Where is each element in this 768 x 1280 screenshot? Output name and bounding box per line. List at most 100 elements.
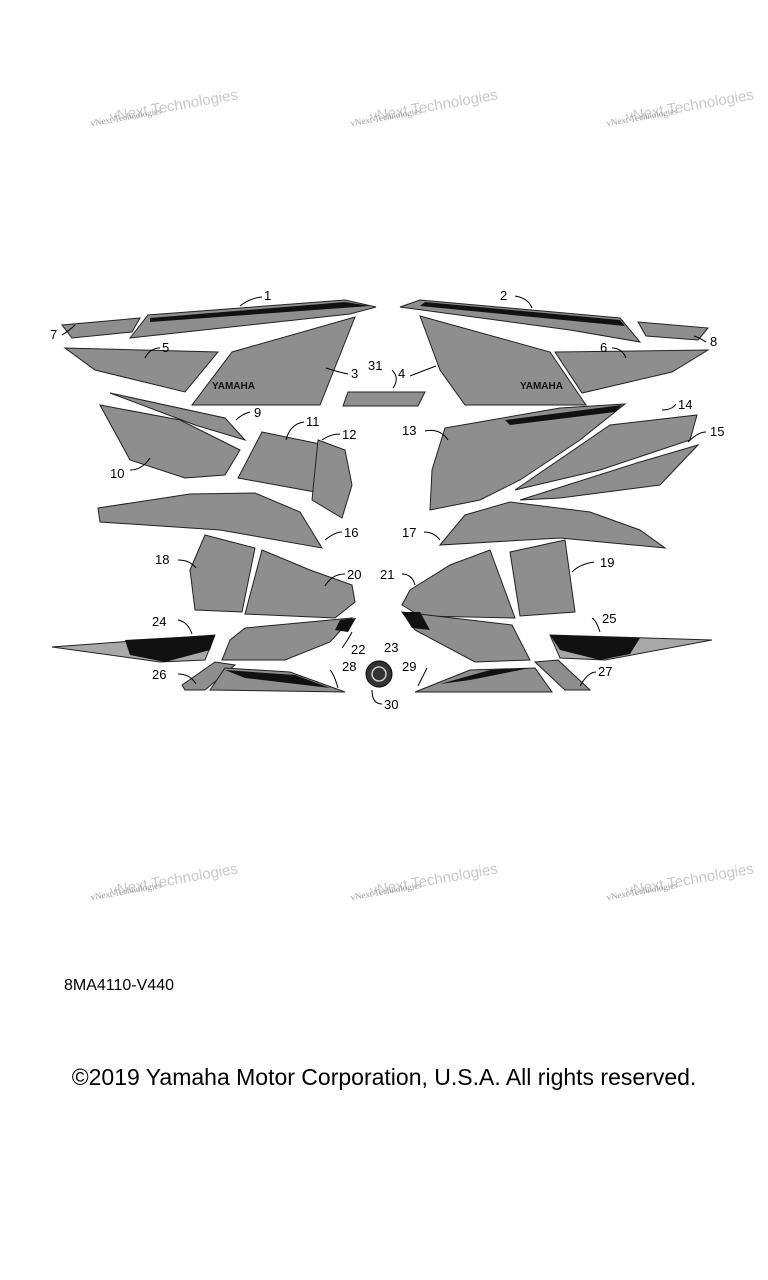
leader-line <box>61 324 76 336</box>
decal-part-7 <box>61 317 141 339</box>
decal-part-13 <box>429 403 627 511</box>
leader-line <box>423 531 441 541</box>
leader-line <box>417 667 428 687</box>
leader-line <box>571 561 595 573</box>
callout-12: 12 <box>342 427 356 442</box>
leader-line <box>611 347 627 359</box>
decal-stripe-2 <box>420 302 625 326</box>
callout-21: 21 <box>380 567 394 582</box>
leader-line <box>514 295 533 309</box>
callout-16: 16 <box>344 525 358 540</box>
leader-line <box>424 429 449 441</box>
decal-part-27 <box>533 659 592 691</box>
leader-line <box>321 433 341 441</box>
decal-part-19 <box>509 539 576 617</box>
leader-line <box>285 421 305 441</box>
leader-line <box>401 573 416 586</box>
leader-line <box>687 431 707 443</box>
callout-30: 30 <box>384 697 398 712</box>
callout-7: 7 <box>50 327 57 342</box>
leader-line <box>579 671 597 687</box>
callout-1: 1 <box>264 288 271 303</box>
callout-23: 23 <box>384 640 398 655</box>
decal-part-6 <box>554 349 710 394</box>
decal-stripe-23 <box>402 612 430 630</box>
leader-line <box>591 617 601 633</box>
callout-15: 15 <box>710 424 724 439</box>
decal-stripe-1 <box>150 302 370 322</box>
decal-part-20 <box>244 549 356 619</box>
decal-part-9 <box>109 392 247 441</box>
callout-17: 17 <box>402 525 416 540</box>
leader-line <box>329 669 339 689</box>
callout-8: 8 <box>710 334 717 349</box>
copyright-notice: ©2019 Yamaha Motor Corporation, U.S.A. A… <box>71 1064 697 1090</box>
callout-29: 29 <box>402 659 416 674</box>
callout-5: 5 <box>162 340 169 355</box>
decal-stripe-24 <box>125 635 215 662</box>
leader-line <box>177 619 193 635</box>
yamaha-emblem-inner <box>371 666 387 682</box>
callout-19: 19 <box>600 555 614 570</box>
callout-25: 25 <box>602 611 616 626</box>
leader-line <box>129 457 151 471</box>
callout-13: 13 <box>402 423 416 438</box>
decal-part-14 <box>514 414 698 491</box>
callout-9: 9 <box>254 405 261 420</box>
leader-line <box>324 573 346 587</box>
decal-stripe-29 <box>440 668 530 684</box>
leader-line <box>371 689 383 705</box>
leader-line <box>391 369 397 389</box>
leader-line <box>341 631 353 649</box>
part-code: 8MA4110-V440 <box>64 977 174 994</box>
leader-line <box>177 673 197 685</box>
callout-11: 11 <box>306 414 320 429</box>
callout-3: 3 <box>351 366 358 381</box>
callout-26: 26 <box>152 667 166 682</box>
decal-part-5 <box>63 347 220 393</box>
callout-6: 6 <box>600 340 607 355</box>
decal-part-31 <box>342 391 426 407</box>
decal-part-10 <box>99 404 241 479</box>
callout-27: 27 <box>598 664 612 679</box>
callout-28: 28 <box>342 659 356 674</box>
decal-stripe-28 <box>225 670 330 688</box>
callout-18: 18 <box>155 552 169 567</box>
leader-line <box>693 335 707 343</box>
leader-line <box>324 531 343 541</box>
callout-14: 14 <box>678 397 692 412</box>
yamaha-emblem-icon <box>365 660 393 688</box>
callout-20: 20 <box>347 567 361 582</box>
decal-part-11 <box>237 431 326 493</box>
decal-part-3 <box>190 316 356 406</box>
leader-line <box>235 411 251 421</box>
leader-line <box>177 559 197 569</box>
leader-line <box>409 365 437 377</box>
yamaha-logo-right: YAMAHA <box>520 381 563 392</box>
decal-part-2 <box>399 299 642 343</box>
yamaha-logo-left: YAMAHA <box>212 381 255 392</box>
decal-part-15 <box>519 443 700 501</box>
decal-stripe-25 <box>550 635 640 660</box>
decal-part-22 <box>221 617 354 661</box>
decal-part-8 <box>637 321 709 341</box>
decal-part-4 <box>419 315 587 406</box>
callout-31: 31 <box>368 358 382 373</box>
callout-2: 2 <box>500 288 507 303</box>
callout-10: 10 <box>110 466 124 481</box>
decal-part-12 <box>311 439 353 519</box>
decal-part-21 <box>401 549 516 619</box>
decal-stripe-22 <box>335 618 356 632</box>
leader-line <box>239 296 263 307</box>
decal-part-16 <box>97 492 324 549</box>
callout-22: 22 <box>351 642 365 657</box>
decal-part-29 <box>414 667 553 693</box>
decal-stripe-13 <box>505 405 622 425</box>
leader-line <box>144 347 161 359</box>
decal-part-18 <box>189 534 256 613</box>
callout-24: 24 <box>152 614 166 629</box>
leader-line <box>661 403 677 411</box>
leader-line <box>325 367 349 375</box>
callout-4: 4 <box>398 366 405 381</box>
